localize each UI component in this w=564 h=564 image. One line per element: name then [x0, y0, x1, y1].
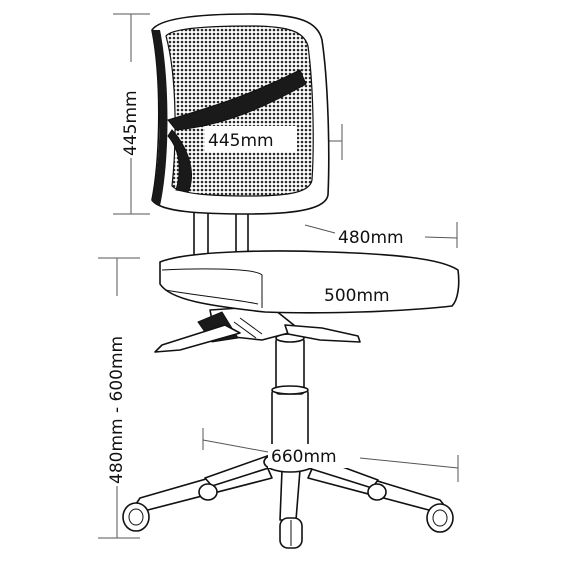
base-diameter-label: 660mm	[271, 447, 337, 467]
backrest-height-label: 445mm	[121, 90, 141, 156]
castor-wheels	[122, 483, 454, 549]
seat-height-label: 480mm - 600mm	[107, 336, 127, 484]
seat-width-label: 500mm	[324, 286, 390, 306]
backrest-width-label: 445mm	[208, 131, 274, 151]
seat-cushion	[159, 250, 460, 314]
gas-cylinder	[271, 333, 309, 463]
seat-mechanism	[154, 305, 361, 353]
back-post	[193, 209, 249, 259]
backrest	[151, 13, 330, 215]
dimension-labels: 445mm 445mm 480mm 500mm 480mm - 600mm 66…	[104, 62, 404, 486]
seat-depth-label: 480mm	[338, 228, 404, 248]
